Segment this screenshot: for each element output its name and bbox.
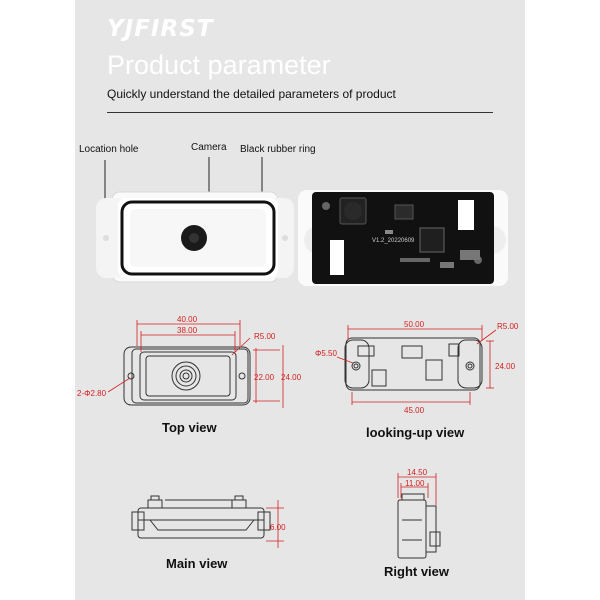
- camera-label: Camera: [191, 142, 227, 153]
- dim-1450: 14.50: [407, 468, 428, 477]
- dim-55: Φ5.50: [315, 349, 338, 358]
- dim-24-top: 24.00: [281, 373, 302, 382]
- dim-hole: 2-Φ2.80: [77, 389, 107, 398]
- right-view-drawing: [397, 493, 441, 559]
- dim-11: 11.00: [405, 479, 425, 488]
- module-back-photo: [298, 190, 508, 286]
- dim-50: 50.00: [404, 320, 425, 329]
- main-view-drawing: [131, 495, 271, 539]
- module-front-photo: [96, 191, 294, 283]
- top-view-drawing: [123, 346, 251, 406]
- dim-22: 22.00: [254, 373, 275, 382]
- rubber-ring-label: Black rubber ring: [240, 144, 316, 155]
- bottom-view-drawing: [344, 337, 483, 391]
- pcb-marking: V1.2_20220609: [372, 238, 415, 244]
- page-title: Product parameter: [107, 50, 331, 80]
- dim-6: 6.00: [270, 523, 286, 532]
- dim-40: 40.00: [177, 315, 198, 324]
- dim-24-bottom: 24.00: [495, 362, 516, 371]
- looking-up-view-caption: looking-up view: [366, 425, 465, 440]
- right-view-caption: Right view: [384, 564, 450, 579]
- dim-38: 38.00: [177, 326, 198, 335]
- dim-r5-top: R5.00: [254, 332, 276, 341]
- brand-logo: YJFIRST: [107, 16, 214, 42]
- location-hole-label: Location hole: [79, 144, 139, 155]
- title-divider: [107, 112, 493, 113]
- bottom-view-dimensions: [336, 325, 497, 405]
- page-subtitle: Quickly understand the detailed paramete…: [107, 87, 396, 101]
- dim-45: 45.00: [404, 406, 425, 415]
- main-view-dimensions: [266, 500, 284, 548]
- top-view-caption: Top view: [162, 420, 217, 435]
- top-view-dimensions: [107, 320, 284, 408]
- dim-r5-bottom: R5.00: [497, 322, 519, 331]
- right-view-dimensions: [397, 473, 437, 505]
- main-view-caption: Main view: [166, 556, 228, 571]
